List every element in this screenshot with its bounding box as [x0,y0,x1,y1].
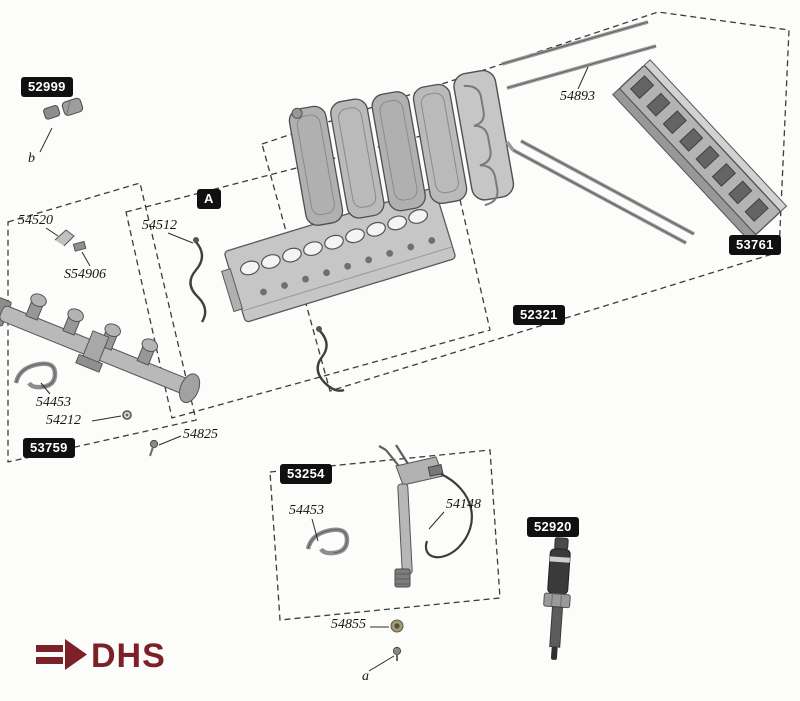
callout-54148: 54148 [446,497,481,512]
part-box-53759: 53759 [23,438,75,458]
bracket-art [54,229,87,252]
igniter-gasket-art [305,527,350,556]
region-heat-exchanger [261,11,790,392]
region-manifold [7,182,197,463]
manifold-art [0,293,201,404]
dhs-logo-art: DHS [36,637,166,675]
logo-arrow-icon [65,639,87,670]
small-fasteners-art [122,410,404,661]
part-box-52321: 52321 [513,305,565,325]
dhs-logo: DHS [34,634,204,683]
callout-grommet-b: b [28,151,35,166]
callout-54855: 54855 [331,617,366,632]
part-box-52920: 52920 [527,517,579,537]
heat-exchanger-art [288,69,515,226]
callout-54453-manifold: 54453 [36,395,71,410]
flame-sensor-art [543,537,571,660]
callout-54453-igniter: 54453 [289,503,324,518]
igniter-wires-art [189,237,345,392]
burner-rack-art [220,187,456,323]
callout-screw-a: a [362,669,369,684]
logo-bar-bottom [36,657,63,664]
callout-54520: 54520 [18,213,53,228]
logo-bar-top [36,645,63,652]
logo-text: DHS [91,637,166,675]
callout-s54906: S54906 [64,267,106,282]
leader-lines [39,66,589,672]
manifold-gasket-art [13,361,58,390]
burner-support-art [612,59,788,242]
part-box-52999: 52999 [21,77,73,97]
callout-54893: 54893 [560,89,595,104]
part-box-53761: 53761 [729,235,781,255]
callout-54212: 54212 [46,413,81,428]
rods-art [501,20,695,245]
callout-54825: 54825 [183,427,218,442]
part-box-detail-a: A [197,189,221,209]
part-box-53254: 53254 [280,464,332,484]
igniter-assembly-art [378,444,473,588]
grommets-art [43,97,84,120]
callout-54512: 54512 [142,218,177,233]
